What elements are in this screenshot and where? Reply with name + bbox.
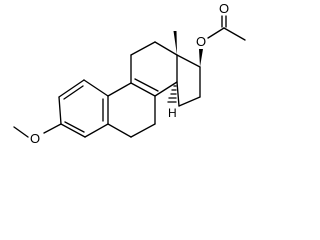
carbonyl-oxygen-label: O: [219, 1, 229, 16]
methoxy-group: O: [13, 123, 62, 146]
ring-b: [107, 82, 156, 138]
molecule-structure: O H O: [13, 1, 246, 146]
acetate-wedge-bond: [199, 49, 203, 67]
hydrogen-label: H: [168, 106, 177, 120]
ring-c: [130, 41, 178, 97]
ester-oxygen-label: O: [196, 34, 206, 49]
ring-a-aromatic: [58, 79, 109, 138]
acetyl-group: O: [207, 1, 246, 41]
ring-d: [176, 54, 201, 107]
methyl-wedge-bond: [173, 31, 177, 55]
hydrogen-hashed-bond: H: [167, 85, 177, 120]
methoxy-oxygen-label: O: [30, 131, 40, 146]
